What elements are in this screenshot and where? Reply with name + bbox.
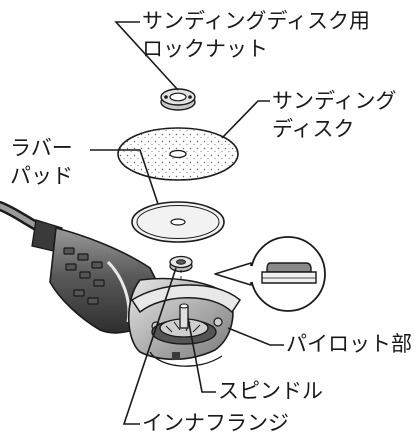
- label-spindle: スピンドル: [218, 379, 323, 403]
- angle-grinder: [0, 201, 241, 367]
- lock-nut: [160, 88, 196, 111]
- sanding-disc: [117, 127, 239, 181]
- label-lock-nut-line2: ロックナット: [142, 37, 268, 61]
- label-rubber-pad-line1: ラバー: [10, 136, 73, 160]
- leader-pilot: [227, 327, 284, 346]
- label-sanding-disc-line1: サンディング: [272, 89, 397, 113]
- label-rubber-pad-line2: パッド: [10, 164, 73, 188]
- label-sanding-disc-line2: ディスク: [272, 117, 355, 141]
- leader-inner-flange: [122, 267, 177, 425]
- leader-rubber-pad: [90, 149, 159, 205]
- leader-spindle: [187, 317, 216, 393]
- label-lock-nut-line1: サンディングディスク用: [142, 9, 371, 33]
- label-pilot: パイロット部: [286, 332, 412, 356]
- inner-flange: [169, 255, 193, 273]
- label-inner-flange: インナフランジ: [142, 411, 289, 435]
- leader-sanding-disc: [221, 100, 270, 139]
- pilot-detail-callout: [214, 236, 326, 312]
- leader-lines: [90, 21, 284, 425]
- rubber-pad: [131, 201, 225, 243]
- leader-lock-nut: [114, 21, 179, 91]
